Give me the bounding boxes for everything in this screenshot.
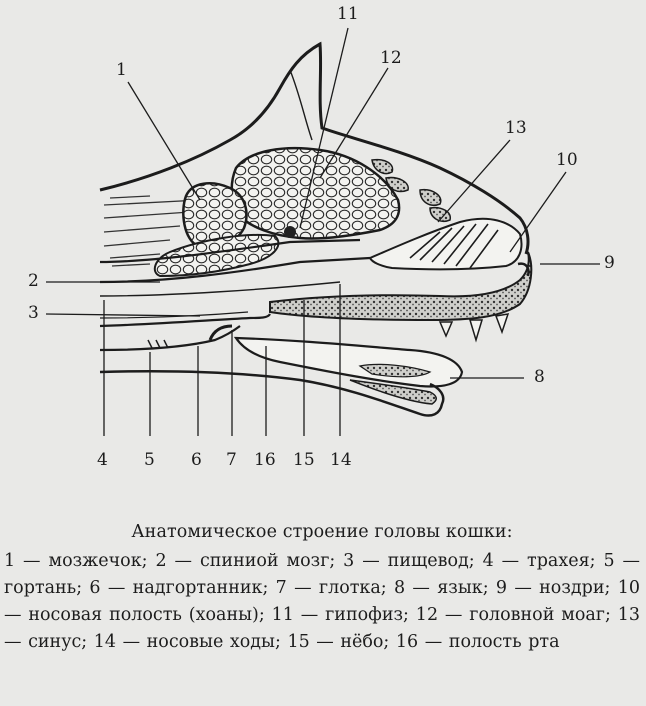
callout-16: 16 bbox=[254, 450, 276, 470]
callout-9: 9 bbox=[604, 253, 615, 273]
pituitary-shape bbox=[284, 226, 296, 238]
sinus-blobs bbox=[371, 158, 451, 222]
fur-strokes bbox=[103, 195, 201, 267]
nasal-cavity-shape bbox=[368, 217, 523, 271]
tongue-fill bbox=[358, 363, 432, 378]
pharynx-esophagus-lines bbox=[99, 313, 271, 328]
teeth bbox=[438, 313, 510, 343]
callout-5: 5 bbox=[144, 450, 155, 470]
cat-head-diagram: 1 11 12 13 10 9 2 3 8 4 5 6 7 16 15 14 bbox=[28, 4, 615, 470]
palate-shape bbox=[269, 251, 533, 322]
caption-legend: 1 — мозжечок; 2 — спиниой мозг; 3 — пище… bbox=[4, 551, 640, 652]
callout-1: 1 bbox=[116, 60, 127, 80]
cat-head-drawing bbox=[45, 27, 600, 436]
figure-caption: Анатомическое строение головы кошки: 1 —… bbox=[4, 522, 640, 656]
callout-4: 4 bbox=[97, 450, 108, 470]
callout-10: 10 bbox=[556, 150, 578, 170]
leader-lines bbox=[45, 27, 600, 436]
head-outline bbox=[99, 41, 530, 255]
mandible-bone bbox=[349, 379, 437, 405]
callout-13: 13 bbox=[505, 118, 527, 138]
esophagus-band bbox=[99, 311, 249, 319]
callout-2: 2 bbox=[28, 271, 39, 291]
turbinate-lines bbox=[409, 223, 499, 269]
larynx-marks bbox=[147, 339, 169, 349]
ear-inner-line bbox=[289, 69, 313, 141]
epiglottis-shape bbox=[208, 324, 233, 341]
callout-11: 11 bbox=[337, 4, 359, 24]
tongue-shape bbox=[233, 336, 464, 388]
lower-jaw-outline bbox=[99, 370, 445, 417]
callout-12: 12 bbox=[380, 48, 402, 68]
callout-15: 15 bbox=[293, 450, 315, 470]
nostril-shape bbox=[517, 262, 530, 277]
callout-14: 14 bbox=[330, 450, 352, 470]
brainstem-shape bbox=[153, 233, 280, 278]
caption-title: Анатомическое строение головы кошки: bbox=[131, 522, 513, 542]
callout-6: 6 bbox=[191, 450, 202, 470]
callout-8: 8 bbox=[534, 367, 545, 387]
callout-7: 7 bbox=[226, 450, 237, 470]
callout-3: 3 bbox=[28, 303, 39, 323]
